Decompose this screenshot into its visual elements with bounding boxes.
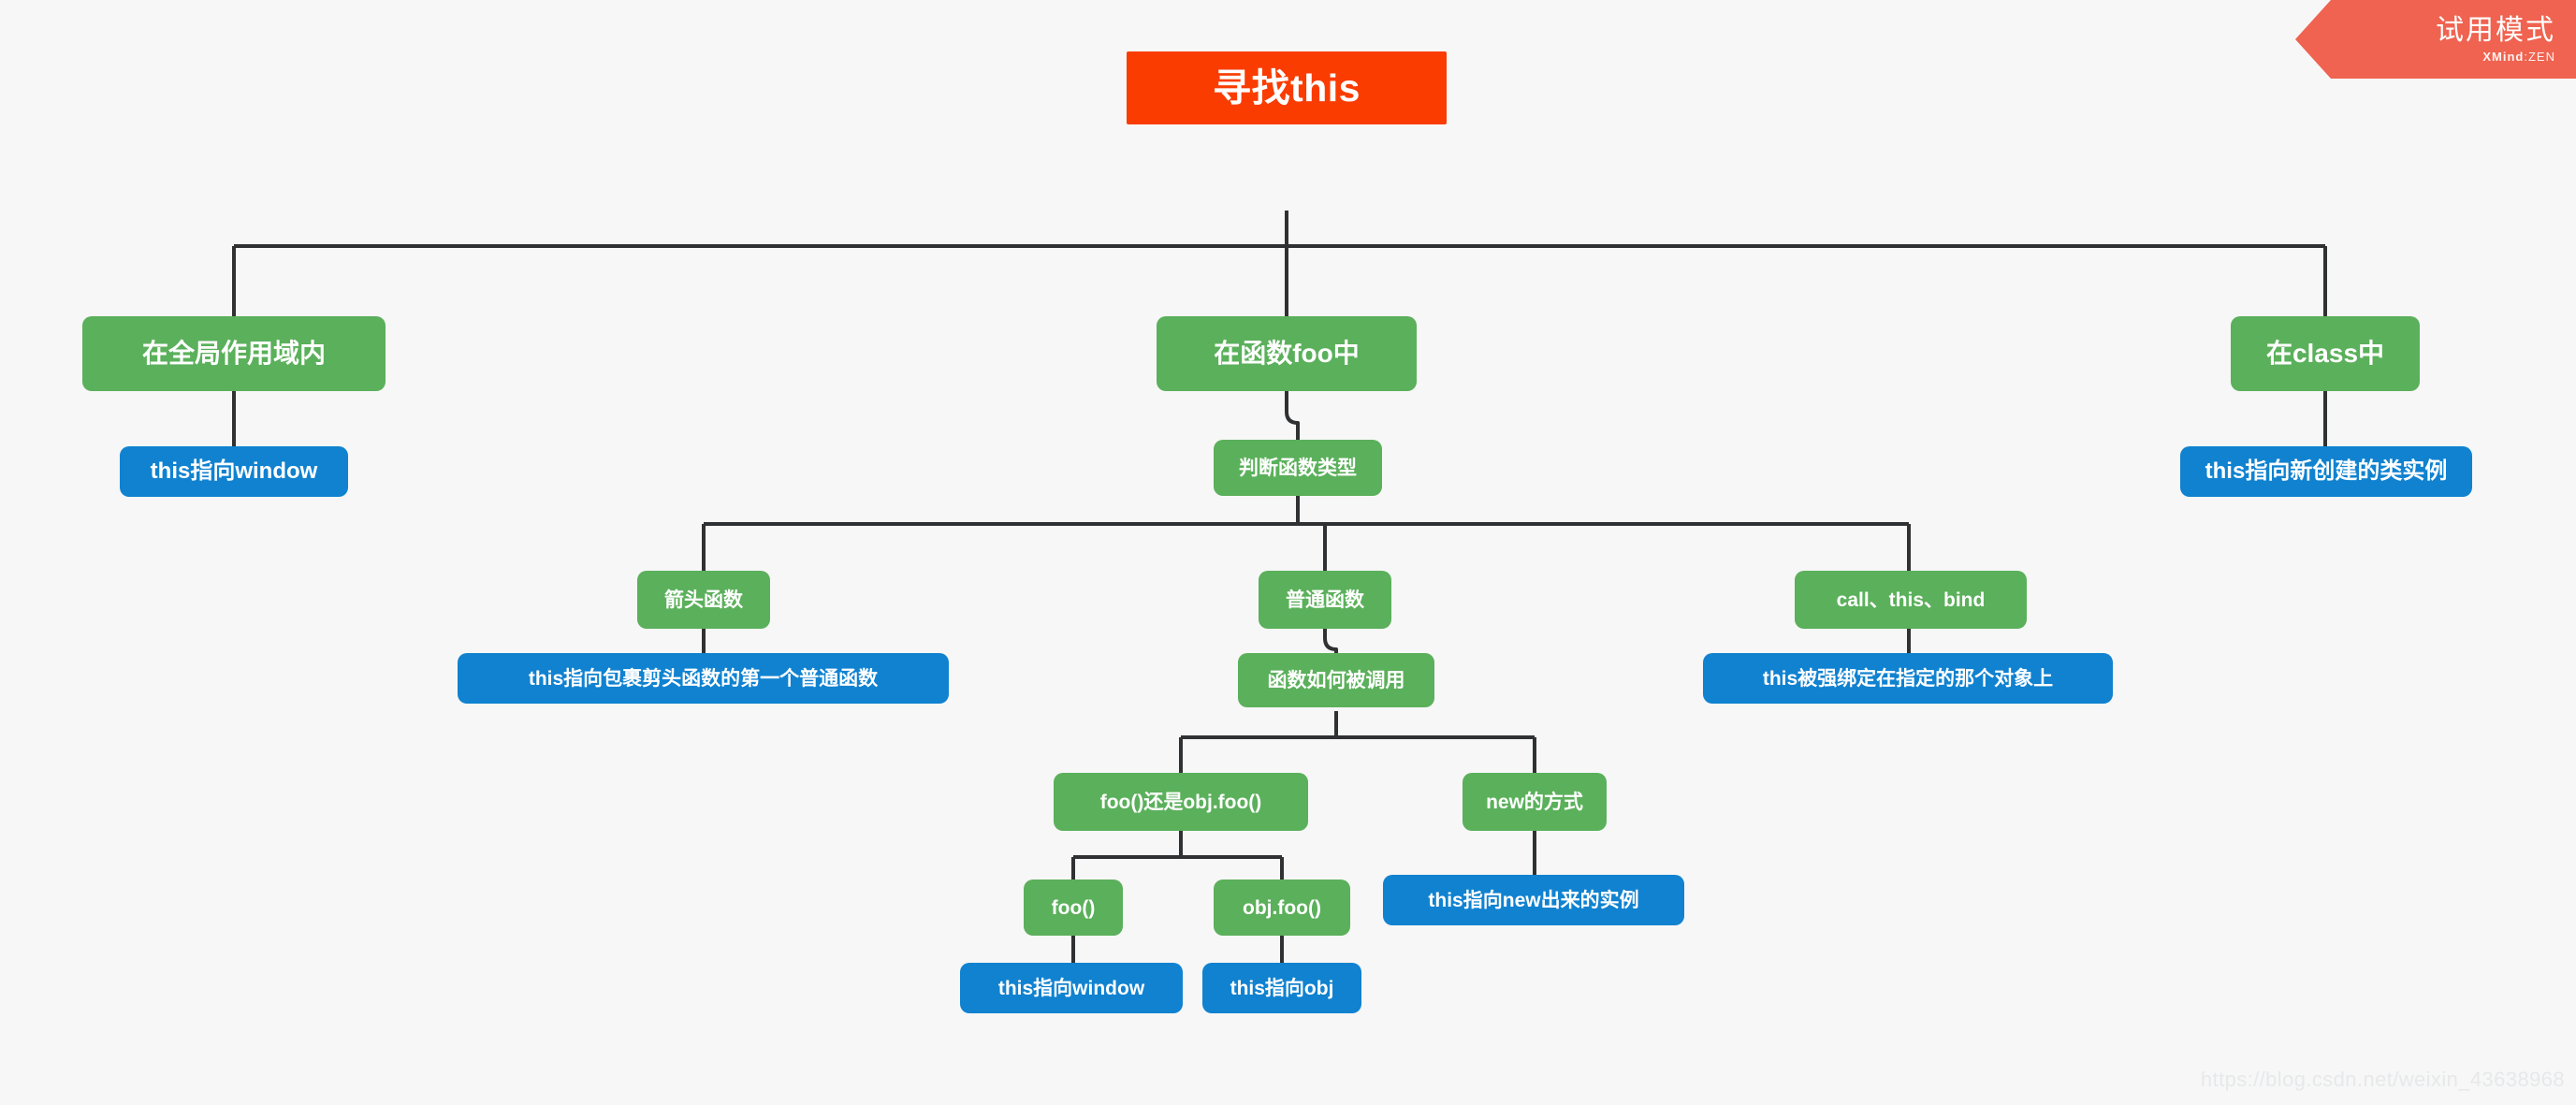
xmind-brand-suffix: :ZEN (2524, 50, 2555, 64)
topic-node-global[interactable]: 在全局作用域内 (82, 316, 386, 391)
detail-node-objfoo-call-this[interactable]: this指向obj (1202, 963, 1361, 1013)
topic-node-foo-label: 在函数foo中 (1214, 339, 1360, 368)
topic-node-new-way[interactable]: new的方式 (1463, 773, 1607, 831)
topic-node-foo-call[interactable]: foo() (1024, 880, 1123, 936)
detail-node-foo-call-this-label: this指向window (997, 977, 1145, 999)
topic-node-foo-or-objfoo-label: foo()还是obj.foo() (1099, 791, 1262, 813)
connector-foo-to-judge (1285, 391, 1300, 440)
detail-node-new-this-label: this指向new出来的实例 (1428, 889, 1639, 911)
topic-node-normal-function-label: 普通函数 (1286, 589, 1364, 611)
detail-node-class-this[interactable]: this指向新创建的类实例 (2180, 446, 2472, 497)
topic-node-how-called[interactable]: 函数如何被调用 (1238, 653, 1434, 707)
topic-node-objfoo-call-label: obj.foo() (1243, 896, 1321, 919)
topic-node-objfoo-call[interactable]: obj.foo() (1214, 880, 1350, 936)
detail-node-foo-call-this[interactable]: this指向window (960, 963, 1183, 1013)
topic-node-judge-label: 判断函数类型 (1239, 457, 1357, 479)
detail-node-arrow-this[interactable]: this指向包裹剪头函数的第一个普通函数 (458, 653, 949, 704)
root-node[interactable]: 寻找this (1127, 51, 1447, 124)
topic-node-class[interactable]: 在class中 (2231, 316, 2420, 391)
topic-node-class-label: 在class中 (2265, 339, 2385, 368)
detail-node-global-this[interactable]: this指向window (120, 446, 348, 497)
topic-node-call-this-bind[interactable]: call、this、bind (1795, 571, 2027, 629)
topic-node-foo[interactable]: 在函数foo中 (1157, 316, 1417, 391)
xmind-brand-bold: XMind (2482, 50, 2525, 64)
detail-node-new-this[interactable]: this指向new出来的实例 (1383, 875, 1684, 925)
detail-node-class-this-label: this指向新创建的类实例 (2205, 458, 2448, 484)
watermark-url: https://blog.csdn.net/weixin_43638968 (2200, 1068, 2565, 1091)
topic-node-foo-call-label: foo() (1051, 896, 1096, 919)
connector-normal-to-howcall (1323, 629, 1338, 653)
detail-node-objfoo-call-this-label: this指向obj (1230, 977, 1334, 999)
topic-node-how-called-label: 函数如何被调用 (1267, 669, 1405, 691)
trial-mode-label: 试用模式 (2436, 15, 2555, 46)
topic-node-global-label: 在全局作用域内 (141, 339, 326, 368)
topic-node-new-way-label: new的方式 (1486, 791, 1583, 813)
root-node-label: 寻找this (1213, 65, 1361, 109)
topic-node-foo-or-objfoo[interactable]: foo()还是obj.foo() (1054, 773, 1308, 831)
detail-node-bind-this-label: this被强绑定在指定的那个对象上 (1762, 667, 2054, 690)
detail-node-arrow-this-label: this指向包裹剪头函数的第一个普通函数 (528, 667, 879, 690)
detail-node-bind-this[interactable]: this被强绑定在指定的那个对象上 (1703, 653, 2113, 704)
trial-mode-banner: 试用模式 XMind:ZEN (2295, 0, 2576, 79)
topic-node-arrow-function[interactable]: 箭头函数 (637, 571, 770, 629)
topic-node-judge[interactable]: 判断函数类型 (1214, 440, 1382, 496)
topic-node-call-this-bind-label: call、this、bind (1836, 589, 1986, 611)
xmind-brand-label: XMind:ZEN (2482, 50, 2555, 64)
detail-node-global-this-label: this指向window (150, 458, 318, 484)
topic-node-arrow-function-label: 箭头函数 (664, 589, 743, 611)
topic-node-normal-function[interactable]: 普通函数 (1259, 571, 1391, 629)
